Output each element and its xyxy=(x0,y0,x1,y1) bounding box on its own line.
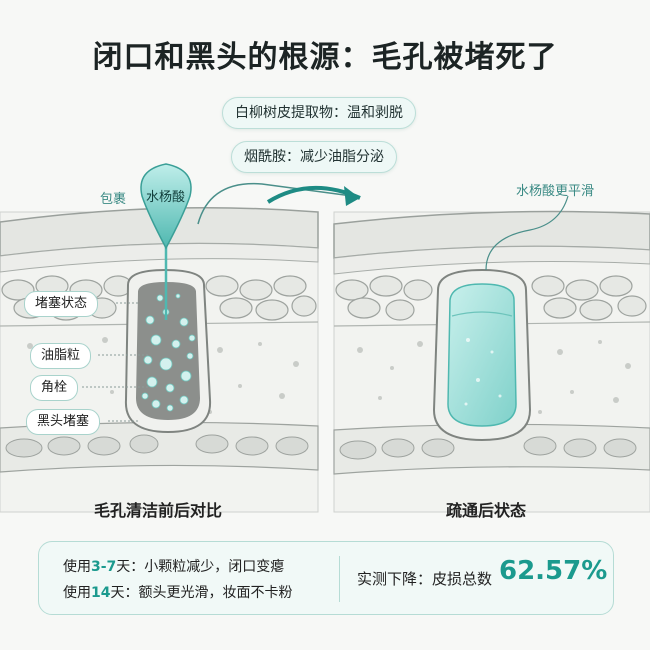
clear-bubbles xyxy=(464,338,502,406)
basal-cells xyxy=(339,436,637,460)
tag-label: 堵塞状态 xyxy=(35,296,88,311)
results-divider xyxy=(339,556,340,602)
tag-clogged-state: 堵塞状态 xyxy=(24,291,99,317)
ingredient-pill-niacinamide: 烟酰胺：减少油脂分泌 xyxy=(231,141,397,173)
page-title: 闭口和黑头的根源：毛孔被堵死了 xyxy=(92,40,558,75)
tag-label: 黑头堵塞 xyxy=(37,414,90,429)
wrap-label: 包裹 xyxy=(100,192,127,207)
right-skin-panel xyxy=(333,195,650,513)
tag-label: 油脂粒 xyxy=(41,348,81,363)
result-text: 天：额头更光滑，妆面不卡粉 xyxy=(110,585,293,601)
epidermis-cells xyxy=(335,275,647,321)
tag-oil-particles: 油脂粒 xyxy=(30,343,92,369)
ingredient-label: 烟酰胺：减少油脂分泌 xyxy=(244,149,384,165)
result-days: 3-7 xyxy=(91,559,117,575)
tag-label: 角栓 xyxy=(41,380,68,395)
clear-fluid xyxy=(447,283,517,427)
leader-lines xyxy=(82,302,150,422)
summary-value: 62.57% xyxy=(499,556,608,586)
left-caption: 毛孔清洁前后对比 xyxy=(94,501,223,520)
result-prefix: 使用 xyxy=(63,559,91,575)
summary-label: 实测下降：皮损总数 xyxy=(357,570,493,588)
right-caption: 疏通后状态 xyxy=(446,501,527,520)
result-text: 天：小颗粒减少，闭口变瘪 xyxy=(116,559,285,575)
tag-keratin-plug: 角栓 xyxy=(30,375,79,401)
label-pointer xyxy=(485,195,569,271)
salicylic-droplet xyxy=(140,163,192,250)
droplet-label: 水杨酸 xyxy=(146,190,186,205)
dermis-dots xyxy=(27,337,299,414)
dermis-dots xyxy=(357,340,631,414)
oil-particles xyxy=(141,293,196,412)
result-line-1: 使用3-7天：小颗粒减少，闭口变瘪 xyxy=(63,556,284,576)
transition-arrow xyxy=(197,182,361,225)
results-box: 使用3-7天：小颗粒减少，闭口变瘪 使用14天：额头更光滑，妆面不卡粉 实测下降… xyxy=(38,541,614,615)
result-prefix: 使用 xyxy=(63,585,91,601)
ingredient-label: 白柳树皮提取物：温和剥脱 xyxy=(235,105,403,121)
tag-blackhead-clog: 黑头堵塞 xyxy=(26,409,101,435)
left-skin-panel xyxy=(0,163,319,513)
result-days: 14 xyxy=(91,585,111,601)
basal-cells xyxy=(5,434,309,458)
right-top-label: 水杨酸更平滑 xyxy=(516,184,595,199)
result-line-2: 使用14天：额头更光滑，妆面不卡粉 xyxy=(63,582,292,602)
ingredient-pill-willow-bark: 白柳树皮提取物：温和剥脱 xyxy=(222,97,416,129)
